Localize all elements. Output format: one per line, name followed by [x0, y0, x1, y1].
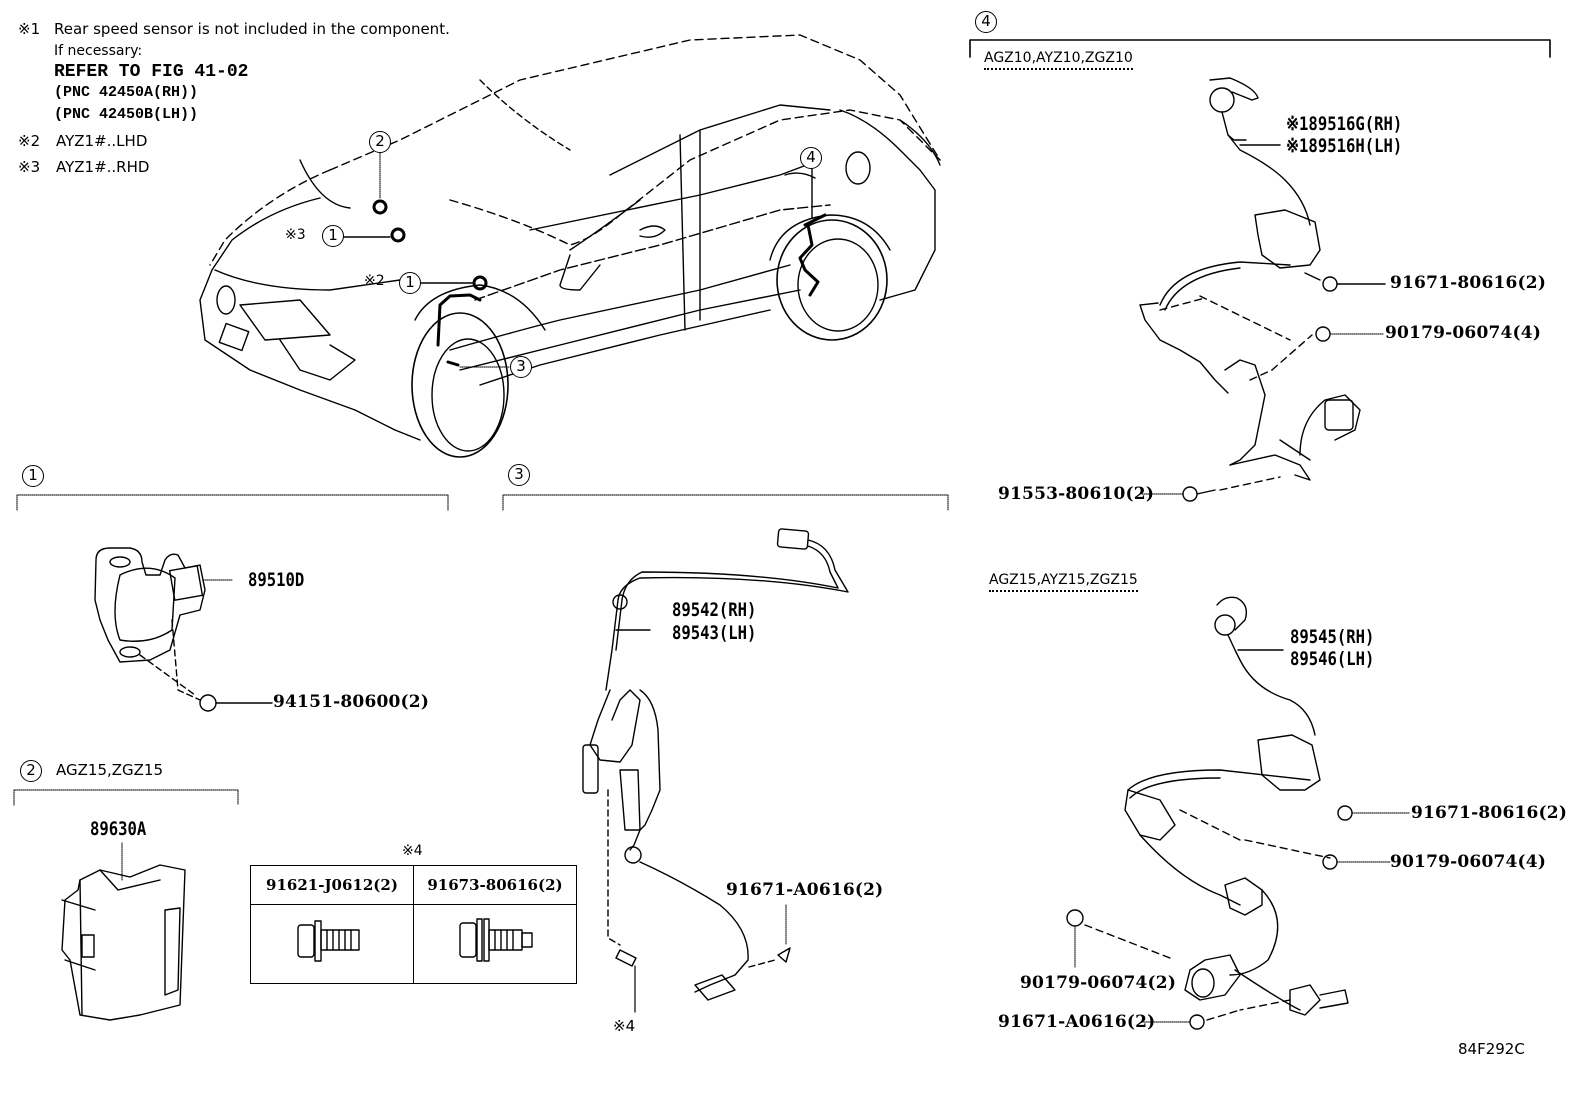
part-90179-06074-4-a[interactable]: 90179-06074(4): [1385, 323, 1542, 343]
callout-1b-prefix: ※2: [364, 273, 385, 289]
note1-text: Rear speed sensor is not included in the…: [54, 20, 450, 38]
section1-bracket: [16, 494, 449, 511]
callout-2[interactable]: 2: [369, 131, 391, 153]
part-90179-06074-4-b[interactable]: 90179-06074(4): [1390, 852, 1547, 872]
note2-mark: ※2: [18, 132, 41, 150]
note1-sub: If necessary:: [54, 43, 143, 59]
part-89630A[interactable]: 89630A: [90, 818, 147, 840]
part-89545-rh[interactable]: 89545(RH): [1290, 626, 1375, 648]
figure-code: 84F292C: [1458, 1040, 1525, 1058]
section2-number: 2: [20, 760, 42, 782]
part-89516H-lh[interactable]: ※189516H(LH): [1286, 135, 1403, 157]
part-91553-80610[interactable]: 91553-80610(2): [998, 484, 1155, 504]
callout-4[interactable]: 4: [800, 147, 822, 169]
note2-text: AYZ1#..LHD: [56, 132, 148, 150]
yaw-rate-sensor-drawing: [94, 547, 273, 712]
fastener-table-mark: ※4: [402, 843, 423, 859]
ecu-module-drawing: [61, 842, 186, 1021]
section4b-models: AGZ15,AYZ15,ZGZ15: [989, 572, 1138, 592]
part-90179-06074-2[interactable]: 90179-06074(2): [1020, 973, 1177, 993]
part-91671-80616-a[interactable]: 91671-80616(2): [1390, 273, 1547, 293]
note3-mark: ※3: [18, 158, 41, 176]
note1-pnc-lh: (PNC 42450B(LH)): [54, 106, 199, 123]
section3-note-mark: ※4: [613, 1017, 636, 1035]
part-89542-rh[interactable]: 89542(RH): [672, 599, 757, 621]
section1-number: 1: [22, 465, 44, 487]
section3-bracket: [502, 494, 949, 511]
part-89516G-rh[interactable]: ※189516G(RH): [1286, 113, 1403, 135]
callout-1-rhd[interactable]: 1: [322, 225, 344, 247]
note1-ref: REFER TO FIG 41-02: [54, 62, 249, 82]
part-89546-lh[interactable]: 89546(LH): [1290, 648, 1375, 670]
section4a-models: AGZ10,AYZ10,ZGZ10: [984, 50, 1133, 70]
section2-models: AGZ15,ZGZ15: [56, 761, 164, 779]
note1-mark: ※1: [18, 20, 41, 38]
part-89543-lh[interactable]: 89543(LH): [672, 622, 757, 644]
fastener-col-1-image: [250, 904, 414, 984]
callout-3[interactable]: 3: [510, 356, 532, 378]
section4-number: 4: [975, 11, 997, 33]
part-91671-A0616[interactable]: 91671-A0616(2): [726, 880, 884, 900]
rear-speed-sensor-harness-a-drawing: [1139, 77, 1386, 502]
section2-bracket: [13, 789, 239, 806]
callout-1-lhd[interactable]: 1: [399, 272, 421, 294]
fastener-col-2-label[interactable]: 91673-80616(2): [413, 865, 577, 905]
note3-text: AYZ1#..RHD: [56, 158, 150, 176]
fastener-table: 91621-J0612(2) 91673-80616(2): [250, 865, 577, 984]
fastener-col-2-image: [413, 904, 577, 984]
fastener-col-1-label[interactable]: 91621-J0612(2): [250, 865, 414, 905]
note1-pnc-rh: (PNC 42450A(RH)): [54, 84, 199, 101]
part-91671-A0616-b[interactable]: 91671-A0616(2): [998, 1012, 1156, 1032]
rear-speed-sensor-harness-b-drawing: [1066, 596, 1411, 1030]
part-89510D[interactable]: 89510D: [248, 569, 305, 591]
callout-1a-prefix: ※3: [285, 227, 306, 243]
section3-number: 3: [508, 464, 530, 486]
part-91671-80616-b[interactable]: 91671-80616(2): [1411, 803, 1568, 823]
vehicle-illustration: [199, 34, 941, 458]
part-94151-80600[interactable]: 94151-80600(2): [273, 692, 430, 712]
front-speed-sensor-drawing: [582, 528, 849, 1013]
section4-bracket: [969, 39, 1551, 58]
